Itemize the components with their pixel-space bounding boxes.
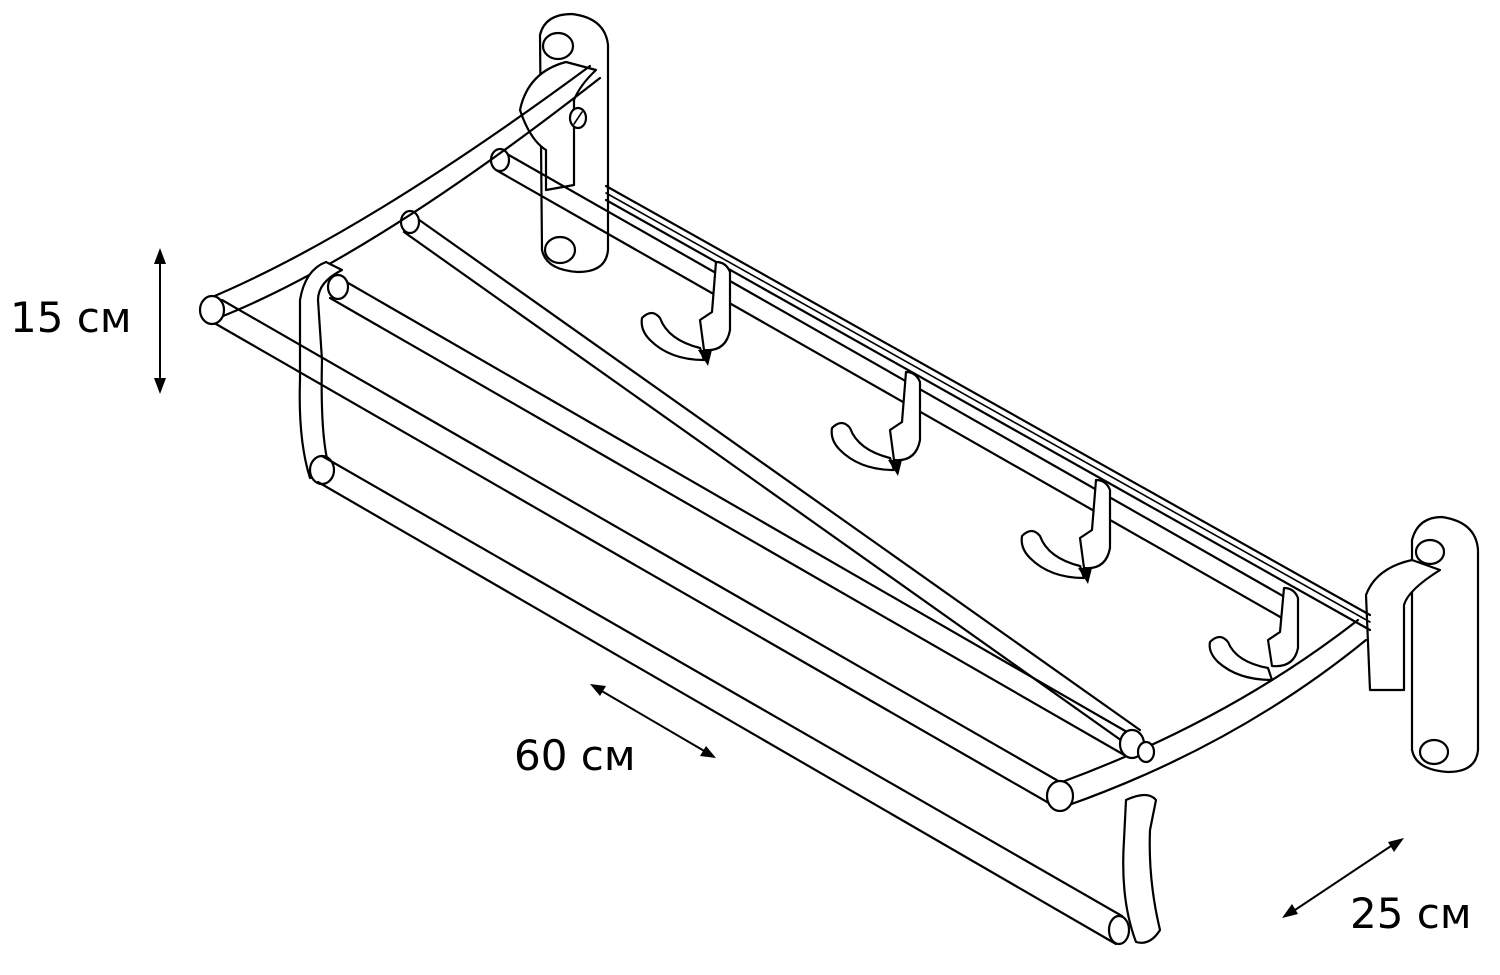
length-label: 60 см (514, 731, 636, 780)
right-arm-end-cap (1045, 779, 1075, 813)
arrow-downleft-icon (1282, 904, 1298, 918)
hook-3 (1020, 478, 1112, 584)
height-label: 15 см (10, 293, 132, 342)
screw-cap-top-left (541, 31, 575, 61)
arrow-down-icon (154, 378, 166, 394)
rod-middle-front (326, 273, 1136, 758)
screw-cap-bottom-left (543, 235, 577, 265)
depth-dimension: 25 см (1282, 838, 1472, 938)
left-arm-end-cap (198, 294, 226, 326)
arrow-up-icon (154, 248, 166, 264)
lower-towel-bar (316, 454, 1131, 946)
arrow-downright-icon (700, 746, 716, 758)
height-dimension: 15 см (10, 248, 166, 394)
left-wall-bracket (518, 12, 610, 274)
depth-label: 25 см (1350, 889, 1472, 938)
hook-2 (830, 370, 922, 476)
right-side-frame (1045, 618, 1368, 944)
right-wall-bracket (1364, 515, 1480, 774)
length-dimension: 60 см (514, 684, 716, 780)
back-wall-rail (604, 184, 1372, 632)
screw-cap-top-right (1414, 538, 1446, 566)
rod-middle-back (399, 209, 1142, 750)
arrow-upleft-icon (590, 684, 606, 696)
hook-1 (640, 260, 732, 366)
rod-front (214, 298, 1062, 808)
hook-4 (1208, 586, 1300, 682)
screw-cap-bottom-right (1418, 738, 1450, 766)
arrow-upright-icon (1388, 838, 1404, 852)
rod-back-top (489, 147, 1292, 620)
